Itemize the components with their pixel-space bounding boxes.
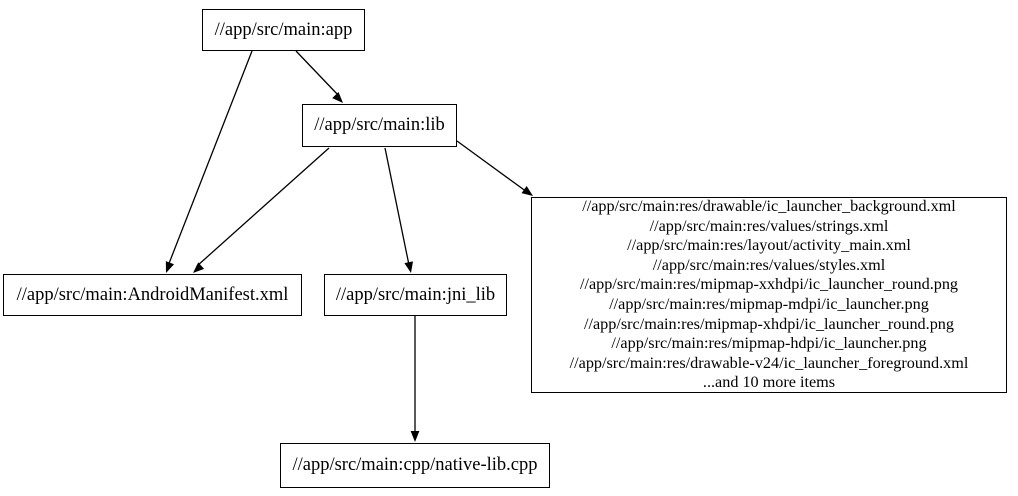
arrowhead-icon [332,92,343,103]
graph-node-jni_lib[interactable]: //app/src/main:jni_lib [324,274,507,316]
graph-node-label-jni_lib: //app/src/main:jni_lib [335,284,496,305]
graph-edge-lib-to-jni-lib [384,147,414,273]
graph-node-android_manifest[interactable]: //app/src/main:AndroidManifest.xml [3,274,302,316]
arrowhead-icon [404,261,414,273]
graph-node-label-native_lib_cpp: //app/src/main:cpp/native-lib.cpp [292,455,538,476]
graph-node-lib[interactable]: //app/src/main:lib [302,104,457,147]
arrowhead-icon [193,262,205,273]
graph-node-label-lib: //app/src/main:lib [314,115,445,136]
arrowhead-icon [521,185,533,196]
arrowhead-icon [165,261,175,273]
graph-node-label-app: //app/src/main:app [214,19,353,40]
graph-edge-jni-lib-to-native-lib [410,316,420,442]
graph-node-label-res_group: //app/src/main:res/drawable/ic_launcher_… [569,197,969,392]
graph-node-label-android_manifest: //app/src/main:AndroidManifest.xml [16,284,289,305]
graph-node-app[interactable]: //app/src/main:app [202,9,365,51]
graph-node-native_lib_cpp[interactable]: //app/src/main:cpp/native-lib.cpp [280,443,550,488]
graph-edge-lib-to-manifest [193,147,330,273]
arrowhead-icon [410,431,420,442]
graph-node-res_group[interactable]: //app/src/main:res/drawable/ic_launcher_… [531,197,1007,393]
graph-edge-app-to-lib [295,50,343,103]
graph-edge-app-to-manifest [165,50,253,273]
graph-edge-lib-to-res-group [456,140,533,196]
